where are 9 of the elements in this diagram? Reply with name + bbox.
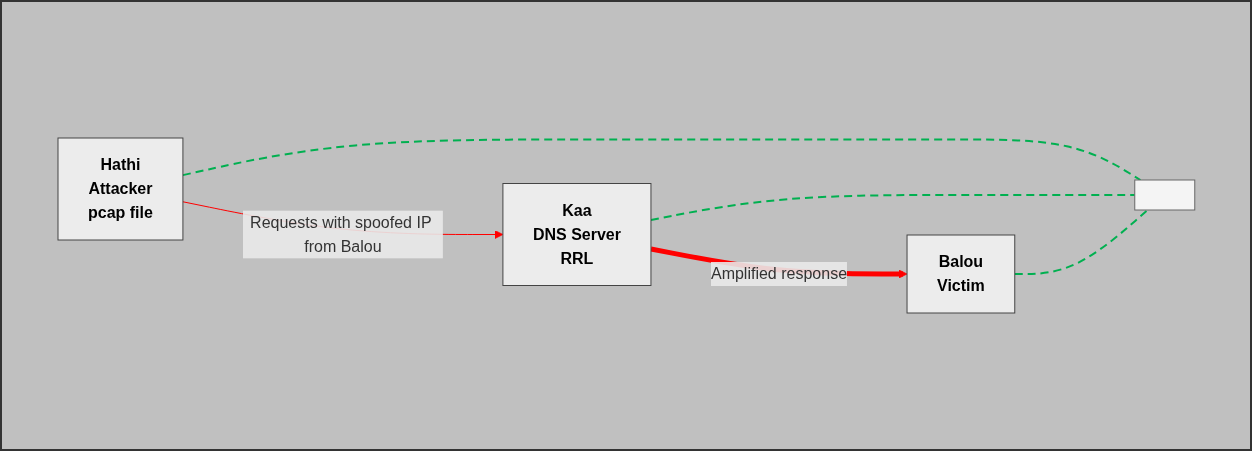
edge-label: Requests with spoofed IP from Balou <box>249 213 431 255</box>
connector <box>649 194 1136 222</box>
node-box: Kaa DNS Server RRL <box>502 183 652 286</box>
node-box <box>1133 179 1195 211</box>
node-box: Balou Victim <box>906 234 1015 314</box>
edge-label: Amplified response <box>710 265 847 282</box>
connector <box>181 138 1142 181</box>
node-box: Hathi Attacker pcap file <box>57 137 183 241</box>
connector <box>1013 209 1149 275</box>
